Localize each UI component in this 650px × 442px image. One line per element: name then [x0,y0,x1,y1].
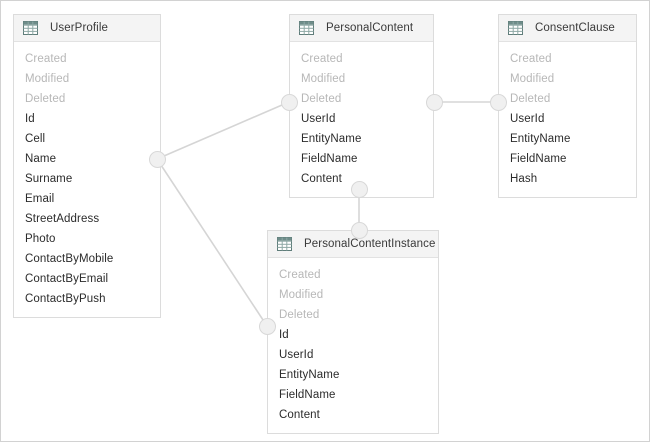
field-row[interactable]: Cell [25,133,46,145]
field-row[interactable]: Email [25,193,55,205]
port-consentclause-left[interactable] [489,93,507,111]
field-row[interactable]: Id [25,113,35,125]
field-row[interactable]: EntityName [301,133,362,145]
field-row[interactable]: Surname [25,173,73,185]
field-row[interactable]: Deleted [279,309,320,321]
table-grid-icon [299,21,314,35]
field-row[interactable]: Content [301,173,342,185]
field-row[interactable]: FieldName [510,153,567,165]
port-userprofile-right[interactable] [148,150,166,168]
field-row[interactable]: Id [279,329,289,341]
port-personalcontent-bottom[interactable] [350,180,368,198]
field-row[interactable]: UserId [510,113,545,125]
field-row[interactable]: StreetAddress [25,213,100,225]
field-row[interactable]: Created [510,53,552,65]
field-row[interactable]: Name [25,153,57,165]
field-row[interactable]: Photo [25,233,56,245]
table-grid-icon [277,237,292,251]
field-row[interactable]: Modified [301,73,346,85]
entity-header-personalcontent[interactable]: PersonalContent [290,15,433,42]
field-row[interactable]: ContactByPush [25,293,106,305]
connector-userprofile-to-personalcontentinstance [156,158,268,327]
field-row[interactable]: Modified [25,73,70,85]
field-row[interactable]: EntityName [279,369,340,381]
field-row[interactable]: Created [279,269,321,281]
port-personalcontent-left[interactable] [280,93,298,111]
entity-header-consentclause[interactable]: ConsentClause [499,15,636,42]
field-row[interactable]: Hash [510,173,538,185]
entity-title: UserProfile [50,22,108,34]
entity-title: PersonalContentInstance [304,238,436,250]
table-grid-icon [23,21,38,35]
field-row[interactable]: Created [301,53,343,65]
entity-title: ConsentClause [535,22,615,34]
field-row[interactable]: ContactByMobile [25,253,114,265]
field-row[interactable]: UserId [279,349,314,361]
field-row[interactable]: EntityName [510,133,571,145]
entity-header-userprofile[interactable]: UserProfile [14,15,160,42]
port-personalcontentinstance-top[interactable] [350,221,368,239]
field-row[interactable]: Modified [279,289,324,301]
field-row[interactable]: FieldName [279,389,336,401]
field-row[interactable]: Deleted [25,93,66,105]
field-row[interactable]: Content [279,409,320,421]
field-row[interactable]: FieldName [301,153,358,165]
field-row[interactable]: UserId [301,113,336,125]
entity-title: PersonalContent [326,22,414,34]
field-row[interactable]: Modified [510,73,555,85]
field-row[interactable]: Created [25,53,67,65]
field-row[interactable]: ContactByEmail [25,273,109,285]
field-row[interactable]: Deleted [510,93,551,105]
connector-userprofile-to-personalcontent [156,101,290,160]
field-row[interactable]: Deleted [301,93,342,105]
port-personalcontentinstance-left[interactable] [258,317,276,335]
port-personalcontent-right[interactable] [425,93,443,111]
table-grid-icon [508,21,523,35]
